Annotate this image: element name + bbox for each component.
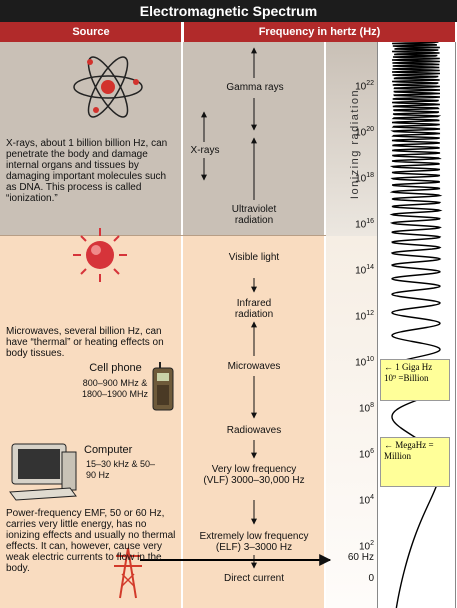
column-divider <box>455 42 456 608</box>
power-tower-icon <box>114 547 142 599</box>
column-divider <box>181 22 183 608</box>
ionizing-region <box>0 42 326 236</box>
xray-description: X-rays, about 1 billion billion Hz, can … <box>6 138 168 204</box>
scale-label: 1016 <box>330 218 374 230</box>
frequency-header: Frequency in hertz (Hz) <box>184 22 455 42</box>
scale-label-exponent: 2 <box>370 540 374 547</box>
scale-label-exponent: 20 <box>366 126 374 133</box>
wave-line <box>389 42 443 608</box>
scale-label: 1022 <box>330 80 374 92</box>
atom-icon <box>73 56 143 118</box>
scale-label: 1012 <box>330 310 374 322</box>
scale-label-base: 10 <box>355 127 367 139</box>
scale-label: 108 <box>330 402 374 414</box>
scale-label-base: 10 <box>355 265 367 277</box>
band-infrared: Infrared radiation <box>234 298 274 320</box>
band-microwaves: Microwaves <box>227 361 281 372</box>
scale-label-exponent: 22 <box>366 80 374 87</box>
scale-label: 1018 <box>330 172 374 184</box>
scale-label-exponent: 14 <box>366 264 374 271</box>
column-divider <box>377 42 378 608</box>
band-gamma: Gamma rays <box>226 82 284 93</box>
computer-icon <box>9 443 77 501</box>
scale-label: 102 <box>330 540 374 552</box>
band-direct-current: Direct current <box>223 573 284 584</box>
scale-label-exponent: 10 <box>366 356 374 363</box>
chart-title: Electromagnetic Spectrum <box>0 0 457 22</box>
cell-phone-icon <box>152 362 174 411</box>
microwave-description: Microwaves, several billion Hz, can have… <box>6 326 164 359</box>
light-bulb-glow-icon <box>73 228 127 282</box>
scale-label-base: 10 <box>358 541 371 553</box>
scale-label-base: 10 <box>355 81 367 93</box>
scale-column-top <box>326 42 378 236</box>
scale-label-exponent: 8 <box>370 402 374 409</box>
scale-label-exponent: 18 <box>366 172 374 179</box>
band-ultraviolet: Ultraviolet radiation <box>231 204 277 226</box>
band-xrays: X-rays <box>190 145 220 156</box>
mega-hz-note: ← MegaHz = Million <box>380 437 450 487</box>
power-description: Power-frequency EMF, 50 or 60 Hz, carrie… <box>6 508 176 574</box>
scale-column-bottom <box>326 236 378 608</box>
scale-label-base: 10 <box>358 449 371 461</box>
wave-graphic <box>389 42 443 608</box>
scale-label-exponent: 6 <box>370 448 374 455</box>
band-vlf: Very low frequency (VLF) 3000–30,000 Hz <box>203 464 305 486</box>
scale-label-exponent: 4 <box>370 494 374 501</box>
computer-title: Computer <box>84 444 133 456</box>
non-ionizing-region <box>0 236 326 608</box>
scale-label-base: 10 <box>355 357 367 369</box>
scale-label: 106 <box>330 448 374 460</box>
scale-label-exponent: 16 <box>366 218 374 225</box>
ionization-boundary <box>0 235 326 236</box>
band-elf: Extremely low frequency (ELF) 3–3000 Hz <box>199 531 309 553</box>
scale-label-base: 10 <box>355 311 367 323</box>
scale-label-60hz: 60 Hz <box>347 552 374 563</box>
scale-label-base: 10 <box>355 219 367 231</box>
column-divider <box>324 42 326 608</box>
band-radiowaves: Radiowaves <box>226 425 282 436</box>
computer-frequency: 15–30 kHz & 50–90 Hz <box>86 459 156 480</box>
scale-label: 1014 <box>330 264 374 276</box>
scale-label-base: 10 <box>358 403 371 415</box>
scale-label: 104 <box>330 494 374 506</box>
cellphone-frequency: 800–900 MHz & 1800–1900 MHz <box>81 378 149 399</box>
band-visible: Visible light <box>228 252 280 263</box>
scale-label-base: 10 <box>358 495 371 507</box>
scale-label: 1010 <box>330 356 374 368</box>
cellphone-title: Cell phone <box>89 362 142 374</box>
giga-hz-note: ← 1 Giga Hz 10⁹ =Billion <box>380 359 450 401</box>
scale-label-base: 10 <box>355 173 367 185</box>
scale-label-exponent: 12 <box>366 310 374 317</box>
scale-label: 1020 <box>330 126 374 138</box>
scale-label-zero: 0 <box>368 573 374 584</box>
source-header: Source <box>0 22 182 42</box>
